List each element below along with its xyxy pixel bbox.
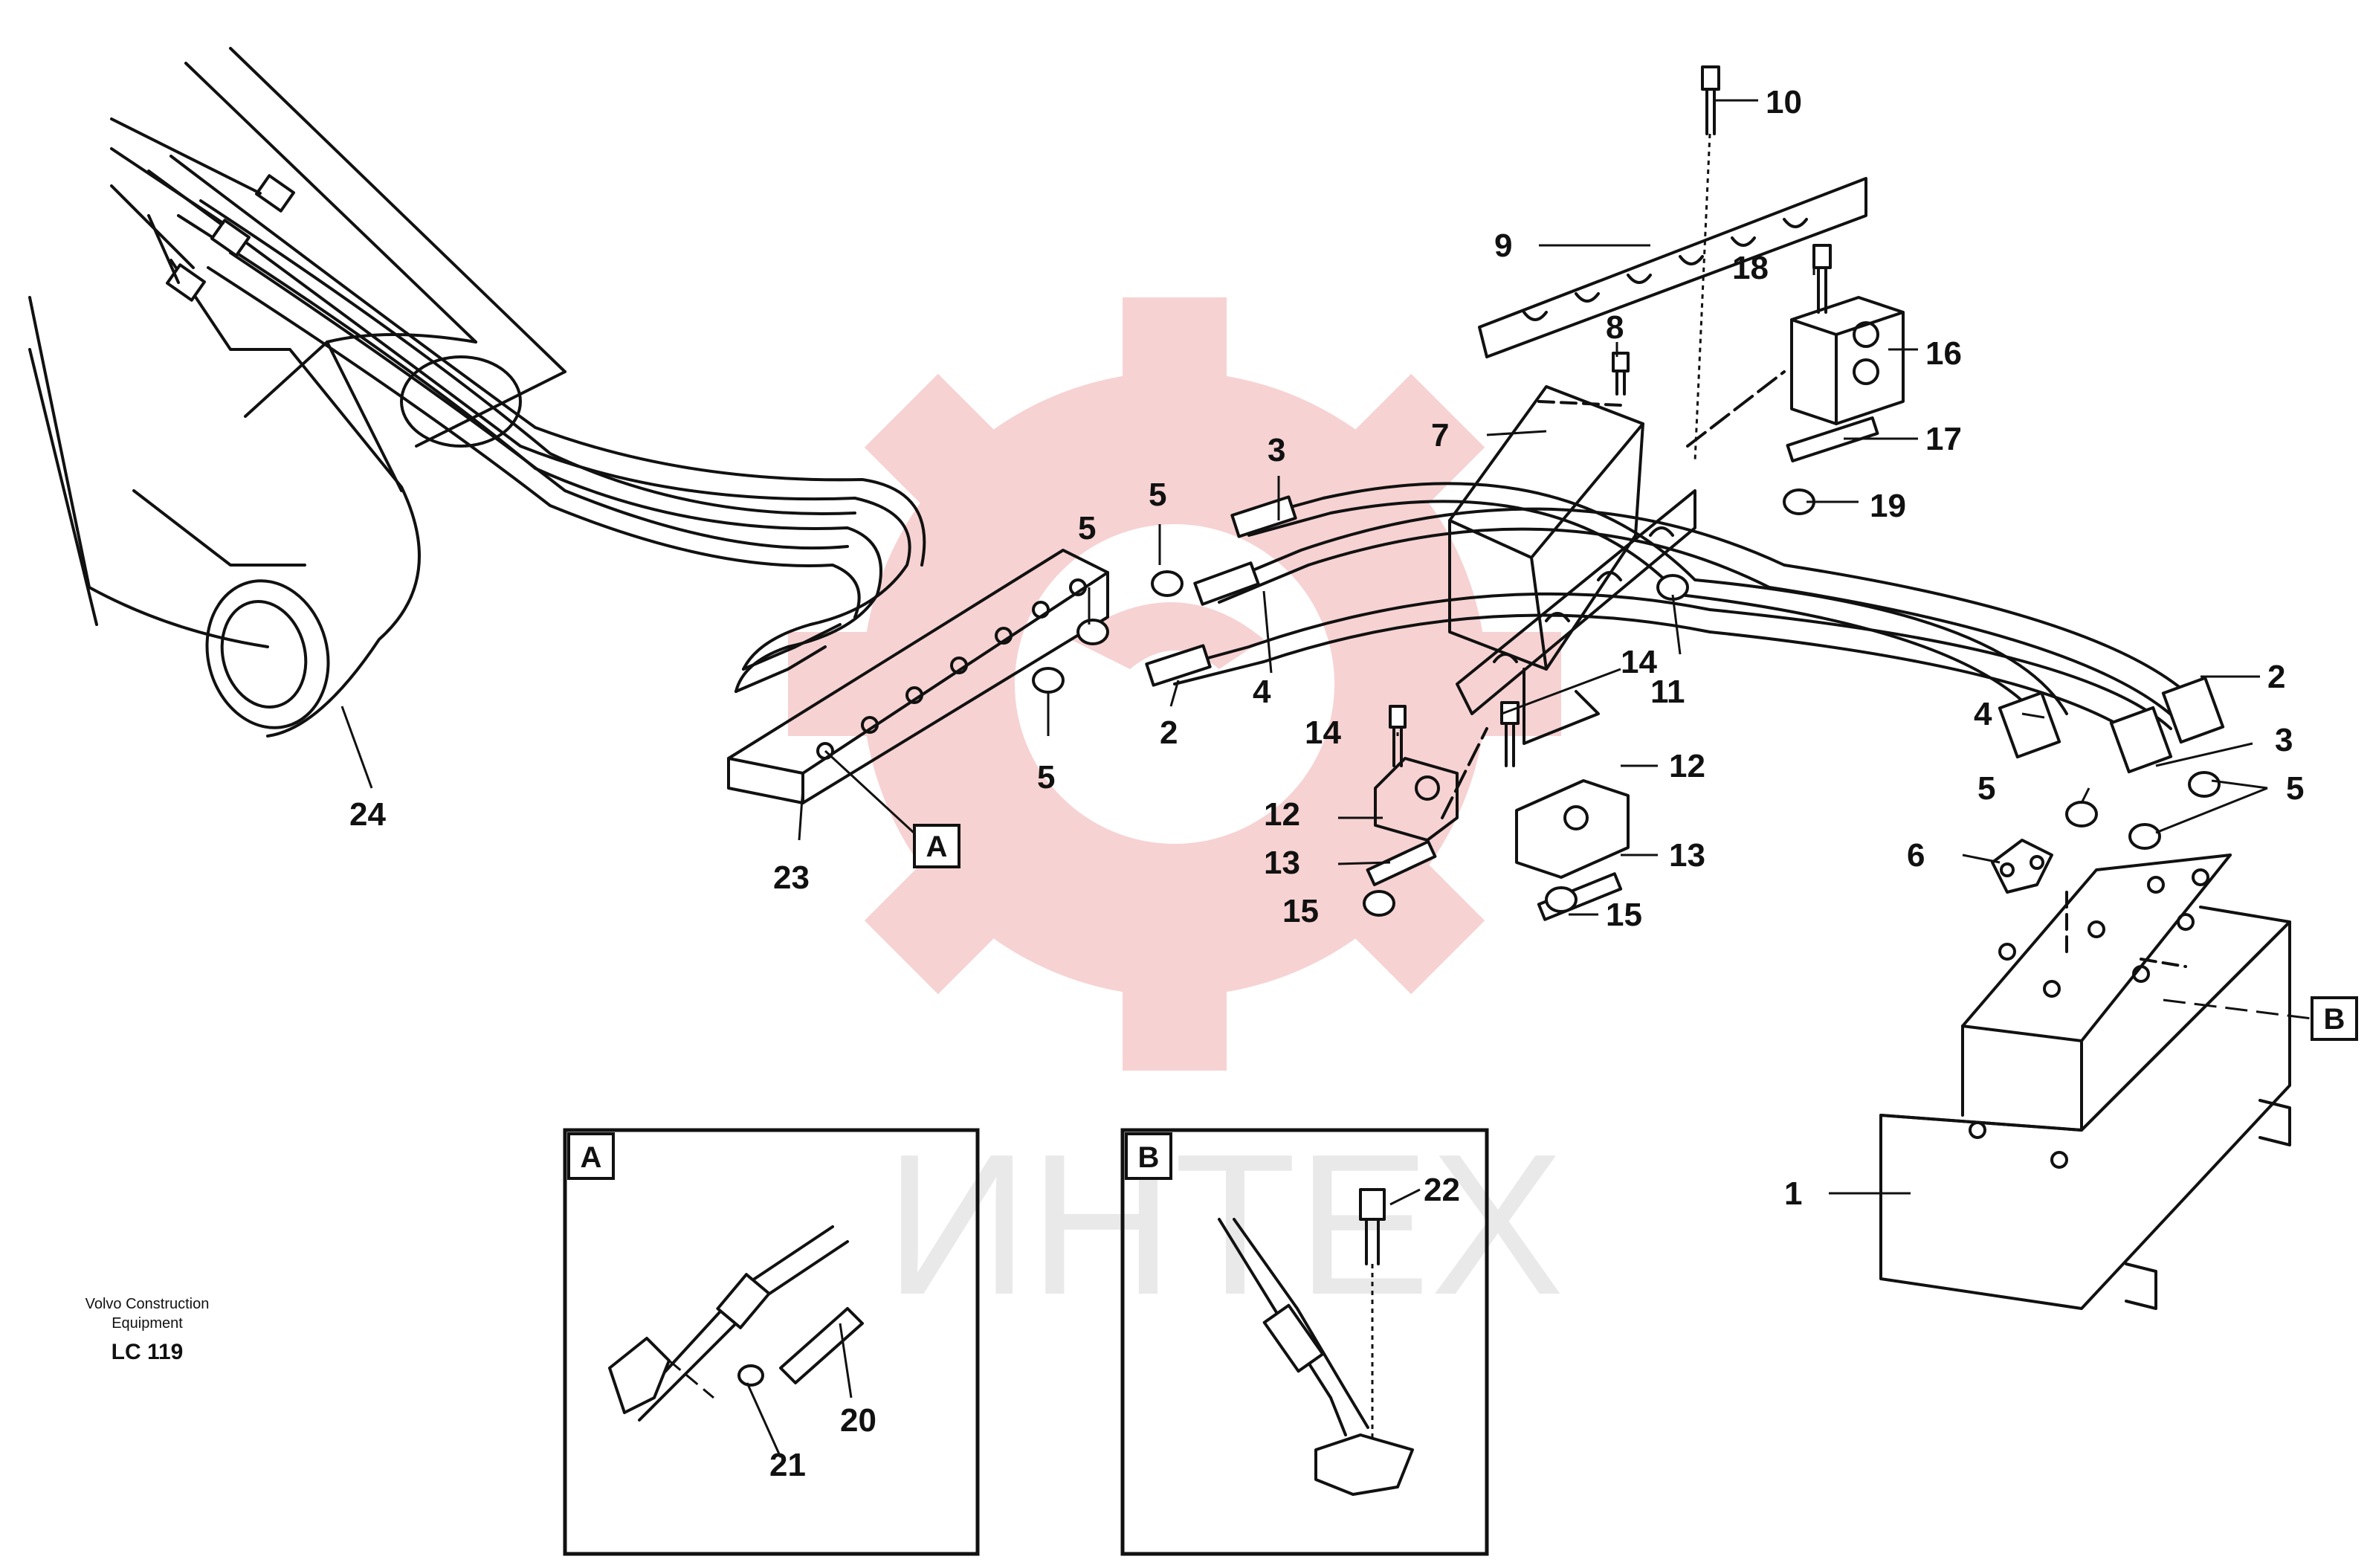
callout-11: 11 <box>1650 674 1685 710</box>
watermark-text: ИНТЕХ <box>885 1113 1564 1337</box>
gear-tooth <box>1427 632 1561 736</box>
gear-tooth <box>788 632 922 736</box>
callout-5-a: 5 <box>1149 477 1166 513</box>
callout-14-a: 14 <box>1305 714 1341 751</box>
seals-5 <box>1032 570 2221 850</box>
hoses-2-3-4 <box>1145 482 2225 774</box>
flange-6 <box>1991 839 2053 894</box>
callout-13-a: 13 <box>1264 845 1300 881</box>
boom-hoses <box>110 117 926 693</box>
gear-tooth <box>1123 937 1227 1071</box>
boom-arm <box>28 47 566 738</box>
gear-tooth <box>1316 373 1485 543</box>
callout-17: 17 <box>1925 421 1962 457</box>
callout-15-b: 15 <box>1606 897 1642 933</box>
clamp-bar-9 <box>1478 177 1867 358</box>
svg-text:A: A <box>926 830 948 863</box>
svg-text:B: B <box>2324 1003 2345 1036</box>
callout-5-d: 5 <box>1977 770 1995 807</box>
detail-panel-b <box>1120 1128 1489 1556</box>
callout-5-e: 5 <box>2286 770 2304 807</box>
callout-labels: 1 2 2 3 3 4 4 5 5 5 5 5 6 7 8 9 10 11 12… <box>349 84 2304 1483</box>
publisher-credit: Volvo Construction Equipment LC 119 <box>85 1296 210 1364</box>
credit-code: LC 119 <box>112 1340 184 1364</box>
callout-19: 19 <box>1870 488 1906 524</box>
callout-1: 1 <box>1784 1175 1802 1212</box>
clamp-right-12 <box>1441 701 1630 921</box>
callout-14-b: 14 <box>1621 644 1657 680</box>
callout-24: 24 <box>349 796 386 833</box>
callout-7: 7 <box>1431 417 1449 454</box>
clamp-half-11 <box>1456 489 1696 715</box>
credit-line-2: Equipment <box>112 1315 183 1332</box>
callout-5-b: 5 <box>1078 510 1096 546</box>
detail-ref-a: A <box>913 824 960 868</box>
callout-10: 10 <box>1766 84 1802 120</box>
gear-tooth <box>1123 297 1227 431</box>
callout-18: 18 <box>1732 250 1769 286</box>
callout-15-a: 15 <box>1282 893 1319 929</box>
callout-4-b: 4 <box>1974 696 1992 732</box>
bracket-7 <box>1448 385 1644 745</box>
callout-9: 9 <box>1494 228 1512 264</box>
bolt-10 <box>1693 65 1720 462</box>
callout-2-b: 2 <box>2267 659 2285 695</box>
detail-panel-b-title: B <box>1138 1141 1160 1174</box>
gear-tooth <box>1316 825 1485 995</box>
callout-12-b: 12 <box>1669 748 1705 784</box>
leader-lines <box>340 99 2313 1195</box>
callout-21: 21 <box>769 1447 806 1483</box>
detail-panel-a <box>563 1128 980 1556</box>
clamp-left-12 <box>1363 705 1459 917</box>
detail-panel-a-title: A <box>581 1141 602 1174</box>
bolt-8 <box>1537 352 1630 407</box>
clamp-block-16 <box>1686 244 1905 515</box>
control-valve-1 <box>1879 854 2291 1310</box>
callout-5-c: 5 <box>1037 759 1055 796</box>
callout-13-b: 13 <box>1669 837 1705 874</box>
callout-3-b: 3 <box>2275 722 2293 758</box>
callout-8: 8 <box>1606 309 1624 346</box>
gear-tooth <box>864 825 1033 995</box>
callout-2-a: 2 <box>1160 714 1178 751</box>
callout-22: 22 <box>1424 1172 1460 1208</box>
callout-4-a: 4 <box>1253 674 1271 710</box>
callout-20: 20 <box>840 1402 876 1439</box>
callout-3-a: 3 <box>1268 432 1285 468</box>
callout-6: 6 <box>1907 837 1925 874</box>
callout-16: 16 <box>1925 335 1962 372</box>
gear-tooth <box>864 373 1033 543</box>
watermark-gear-logo <box>788 297 1561 1071</box>
callout-23: 23 <box>773 859 810 896</box>
callout-12-a: 12 <box>1264 796 1300 833</box>
detail-ref-b: B <box>2311 996 2358 1041</box>
credit-line-1: Volvo Construction <box>85 1296 210 1312</box>
